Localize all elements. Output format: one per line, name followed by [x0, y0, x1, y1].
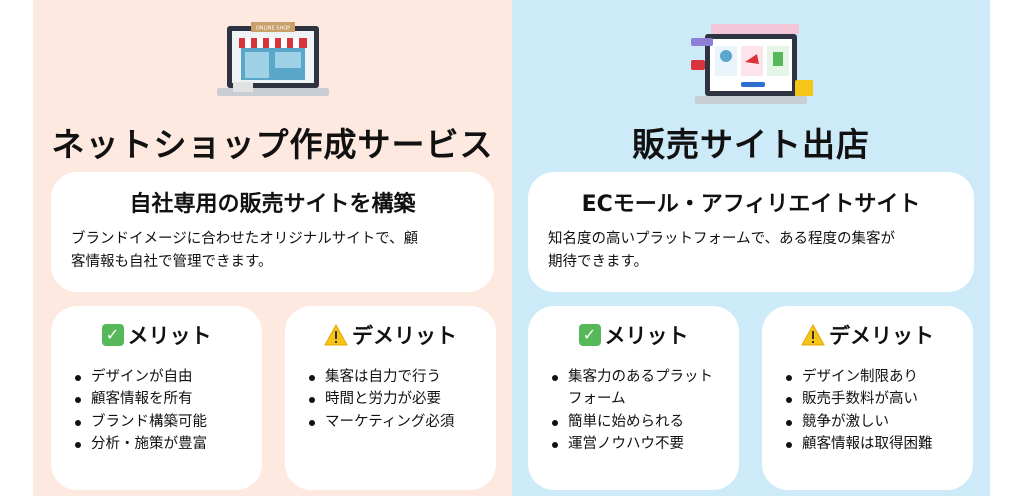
laptop-ecommerce-illustration — [681, 20, 821, 114]
warning-icon — [324, 323, 348, 346]
merit-title: ✓ メリット — [69, 320, 244, 350]
list-item: デザイン制限あり — [786, 366, 955, 388]
demerit-list: デザイン制限あり 販売手数料が高い 競争が激しい 顧客情報は取得困難 — [780, 366, 955, 456]
list-item-text: フォーム — [568, 391, 626, 408]
list-item: 時間と労力が必要 — [309, 388, 478, 410]
demerit-list: 集客は自力で行う 時間と労力が必要 マーケティング必須 — [303, 366, 478, 433]
laptop-shop-illustration: ONLINE SHOP — [213, 20, 333, 112]
merit-card: ✓ メリット 集客力のあるプラットフォーム 簡単に始められる 運営ノウハウ不要 — [528, 306, 739, 490]
hero-card: 自社専用の販売サイトを構築 ブランドイメージに合わせたオリジナルサイトで、顧 客… — [51, 172, 494, 292]
check-icon: ✓ — [101, 324, 124, 346]
list-item: マーケティング必須 — [309, 411, 478, 433]
list-item: 顧客情報は取得困難 — [786, 433, 955, 455]
list-item: 集客力のあるプラットフォーム — [552, 366, 721, 411]
demerit-title-text: デメリット — [829, 324, 934, 348]
list-item: 顧客情報を所有 — [75, 388, 244, 410]
list-item: 簡単に始められる — [552, 411, 721, 433]
demerit-title: デメリット — [780, 320, 955, 350]
merit-list: デザインが自由 顧客情報を所有 ブランド構築可能 分析・施策が豊富 — [69, 366, 244, 456]
hero-description: 知名度の高いプラットフォームで、ある程度の集客が 期待できます。 — [548, 228, 954, 274]
list-item-text: 集客力のあるプラット — [568, 369, 713, 385]
hero-desc-line: 期待できます。 — [548, 254, 649, 271]
hero-desc-line: 知名度の高いプラットフォームで、ある程度の集客が — [548, 231, 895, 247]
page-title: ネットショップ作成サービス — [51, 125, 494, 164]
demerit-title: デメリット — [303, 320, 478, 350]
list-item: 運営ノウハウ不要 — [552, 433, 721, 455]
left-panel: ONLINE SHOP ネットショップ作成サービス 自社専用の販売サイトを構築 … — [33, 0, 512, 496]
merit-title: ✓ メリット — [546, 320, 721, 350]
right-panel: 販売サイト出店 ECモール・アフィリエイトサイト 知名度の高いプラットフォームで… — [512, 0, 990, 496]
demerit-title-text: デメリット — [352, 324, 457, 348]
list-item: 分析・施策が豊富 — [75, 433, 244, 455]
hero-title: ECモール・アフィリエイトサイト — [581, 192, 921, 217]
merit-title-text: メリット — [127, 324, 212, 348]
list-item: 競争が激しい — [786, 411, 955, 433]
hero-description: ブランドイメージに合わせたオリジナルサイトで、顧 客情報も自社で管理できます。 — [71, 228, 474, 274]
list-item: デザインが自由 — [75, 366, 244, 388]
check-icon: ✓ — [578, 324, 601, 346]
page-title: 販売サイト出店 — [632, 125, 870, 164]
warning-icon — [801, 323, 825, 346]
hero-card: ECモール・アフィリエイトサイト 知名度の高いプラットフォームで、ある程度の集客… — [528, 172, 974, 292]
list-item: ブランド構築可能 — [75, 411, 244, 433]
merit-list: 集客力のあるプラットフォーム 簡単に始められる 運営ノウハウ不要 — [546, 366, 721, 456]
list-item: 販売手数料が高い — [786, 388, 955, 410]
demerit-card: デメリット 集客は自力で行う 時間と労力が必要 マーケティング必須 — [285, 306, 496, 490]
merit-card: ✓ メリット デザインが自由 顧客情報を所有 ブランド構築可能 分析・施策が豊富 — [51, 306, 262, 490]
hero-desc-line: ブランドイメージに合わせたオリジナルサイトで、顧 — [71, 231, 419, 247]
hero-desc-line: 客情報も自社で管理できます。 — [71, 254, 273, 271]
shop-sign: ONLINE SHOP — [255, 26, 289, 32]
list-item: 集客は自力で行う — [309, 366, 478, 388]
merit-title-text: メリット — [604, 324, 689, 348]
hero-title: 自社専用の販売サイトを構築 — [129, 192, 416, 217]
demerit-card: デメリット デザイン制限あり 販売手数料が高い 競争が激しい 顧客情報は取得困難 — [762, 306, 973, 490]
